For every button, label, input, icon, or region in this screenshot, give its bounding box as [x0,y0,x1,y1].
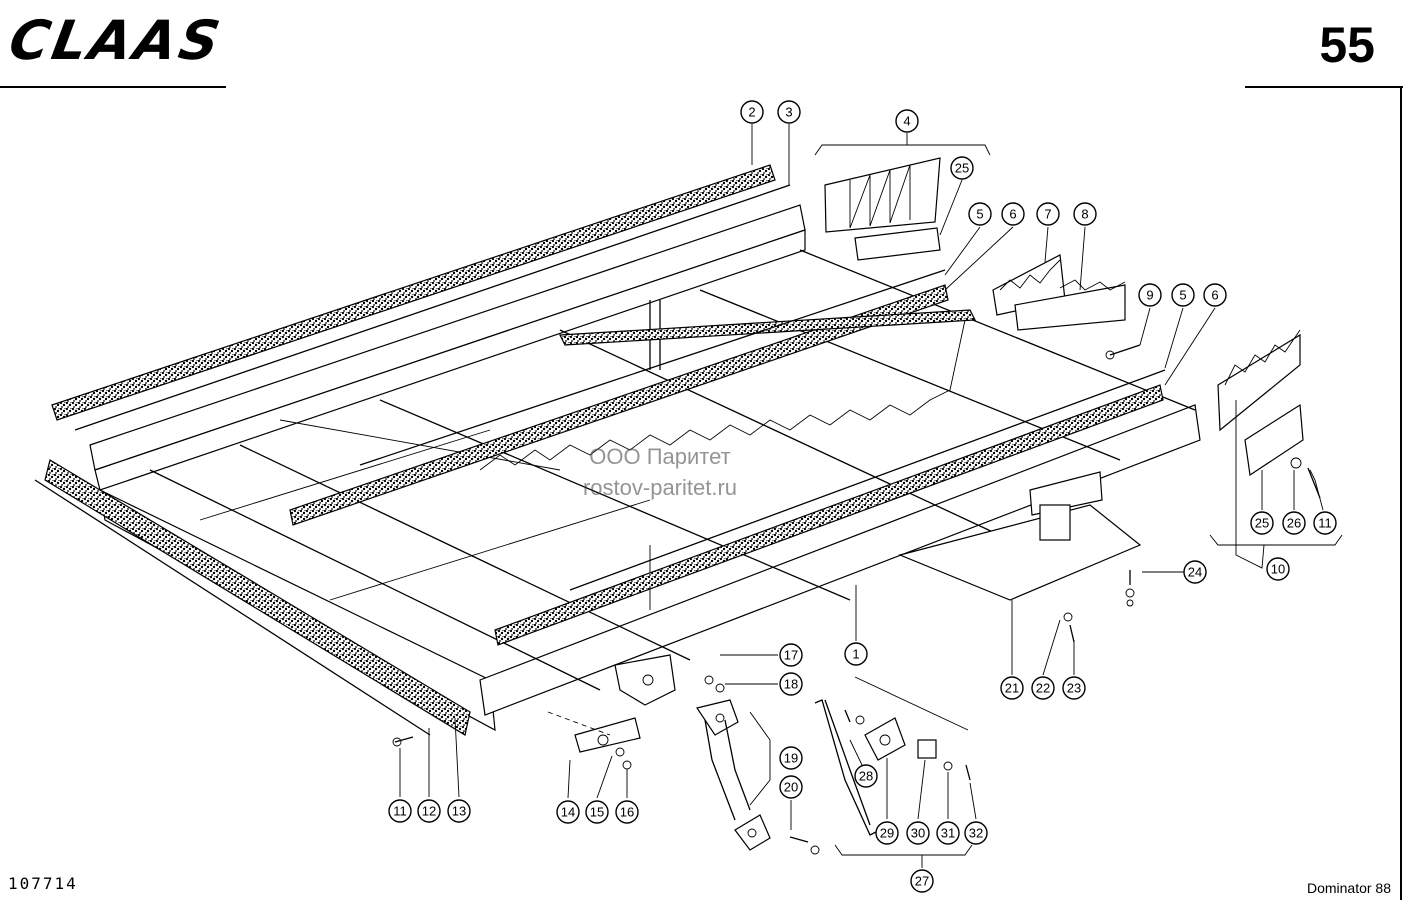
page-border-right [1400,86,1402,900]
svg-text:17: 17 [784,648,798,663]
part-4-assembly [824,157,941,261]
part-10-assembly [1217,329,1321,499]
callout-32: 32 [964,821,988,845]
svg-text:6: 6 [1211,288,1218,303]
callout-22: 22 [1031,676,1055,700]
callout-13: 13 [447,799,471,823]
svg-text:6: 6 [1009,207,1016,222]
lever-assembly-19 [696,675,820,855]
part-21-plate [898,471,1142,601]
header-rule-right [1245,86,1403,88]
svg-text:20: 20 [784,780,798,795]
svg-text:15: 15 [590,805,604,820]
svg-text:14: 14 [561,805,575,820]
callout-30: 30 [906,821,930,845]
callout-8: 8 [1073,202,1097,226]
callout-19: 19 [779,746,803,770]
svg-text:25: 25 [955,161,969,176]
svg-text:16: 16 [620,805,634,820]
svg-text:25: 25 [1255,516,1269,531]
svg-text:10: 10 [1271,562,1285,577]
svg-text:11: 11 [1318,516,1332,531]
svg-text:19: 19 [784,751,798,766]
part-14-bracket [547,711,641,770]
svg-text:31: 31 [941,826,955,841]
svg-text:22: 22 [1036,681,1050,696]
svg-text:23: 23 [1067,681,1081,696]
callout-3: 3 [777,100,801,124]
callout-14: 14 [556,800,580,824]
svg-text:4: 4 [903,114,910,129]
callout-18: 18 [779,672,803,696]
svg-text:28: 28 [859,769,873,784]
callout-26: 26 [1282,511,1306,535]
svg-text:18: 18 [784,677,798,692]
svg-text:2: 2 [748,105,755,120]
wear-strips [44,164,1164,736]
callout-10: 10 [1266,557,1290,581]
callout-1: 1 [844,642,868,666]
svg-text:29: 29 [880,826,894,841]
callout-21: 21 [1000,676,1024,700]
callout-9: 9 [1138,283,1162,307]
serrated-knife [479,319,966,471]
watermark-url: rostov-paritet.ru [582,474,738,500]
callout-16: 16 [615,800,639,824]
svg-text:8: 8 [1081,207,1088,222]
callout-24: 24 [1183,560,1207,584]
svg-text:26: 26 [1287,516,1301,531]
callout-31: 31 [936,821,960,845]
header-rule-left [0,86,226,88]
svg-text:32: 32 [969,826,983,841]
lever-assembly-27 [814,699,971,836]
svg-text:5: 5 [976,207,983,222]
callout-25-right: 25 [1250,511,1274,535]
callout-15: 15 [585,800,609,824]
svg-text:1: 1 [852,647,859,662]
svg-text:30: 30 [911,826,925,841]
callout-7: 7 [1036,202,1060,226]
bolt-11-left [392,736,414,747]
callout-6-right: 6 [1203,283,1227,307]
support-bars [34,184,1166,736]
callout-12: 12 [417,799,441,823]
svg-text:7: 7 [1044,207,1051,222]
svg-text:5: 5 [1179,288,1186,303]
callout-11-right: 11 [1313,511,1337,535]
svg-text:3: 3 [785,105,792,120]
callout-6: 6 [1001,202,1025,226]
callout-2: 2 [740,100,764,124]
callout-5-right: 5 [1171,283,1195,307]
callout-29: 29 [875,821,899,845]
leader-lines [399,124,1343,868]
watermark: ООО Паритет rostov-paritet.ru [530,442,790,504]
callout-5: 5 [968,202,992,226]
svg-text:12: 12 [422,804,436,819]
callout-28: 28 [854,764,878,788]
callout-23: 23 [1062,676,1086,700]
watermark-company: ООО Паритет [589,444,731,469]
svg-text:13: 13 [452,804,466,819]
hardware-22-24 [1063,570,1135,643]
frame-mount-bracket [614,654,676,706]
part-9-bolt [1105,344,1141,360]
svg-text:27: 27 [915,874,929,889]
callout-11-left: 11 [388,799,412,823]
callout-4: 4 [895,109,919,133]
part-7-8-assembly [992,254,1126,331]
model-name: Dominator 88 [1306,880,1391,896]
svg-text:9: 9 [1146,288,1153,303]
callout-17: 17 [779,643,803,667]
page-number: 55 [1319,17,1375,73]
callout-27: 27 [910,869,934,893]
callout-25-top: 25 [950,156,974,180]
callout-20: 20 [779,775,803,799]
svg-text:24: 24 [1188,565,1202,580]
svg-text:21: 21 [1005,681,1019,696]
svg-text:11: 11 [393,804,407,819]
drawing-number: 107714 [8,874,78,893]
